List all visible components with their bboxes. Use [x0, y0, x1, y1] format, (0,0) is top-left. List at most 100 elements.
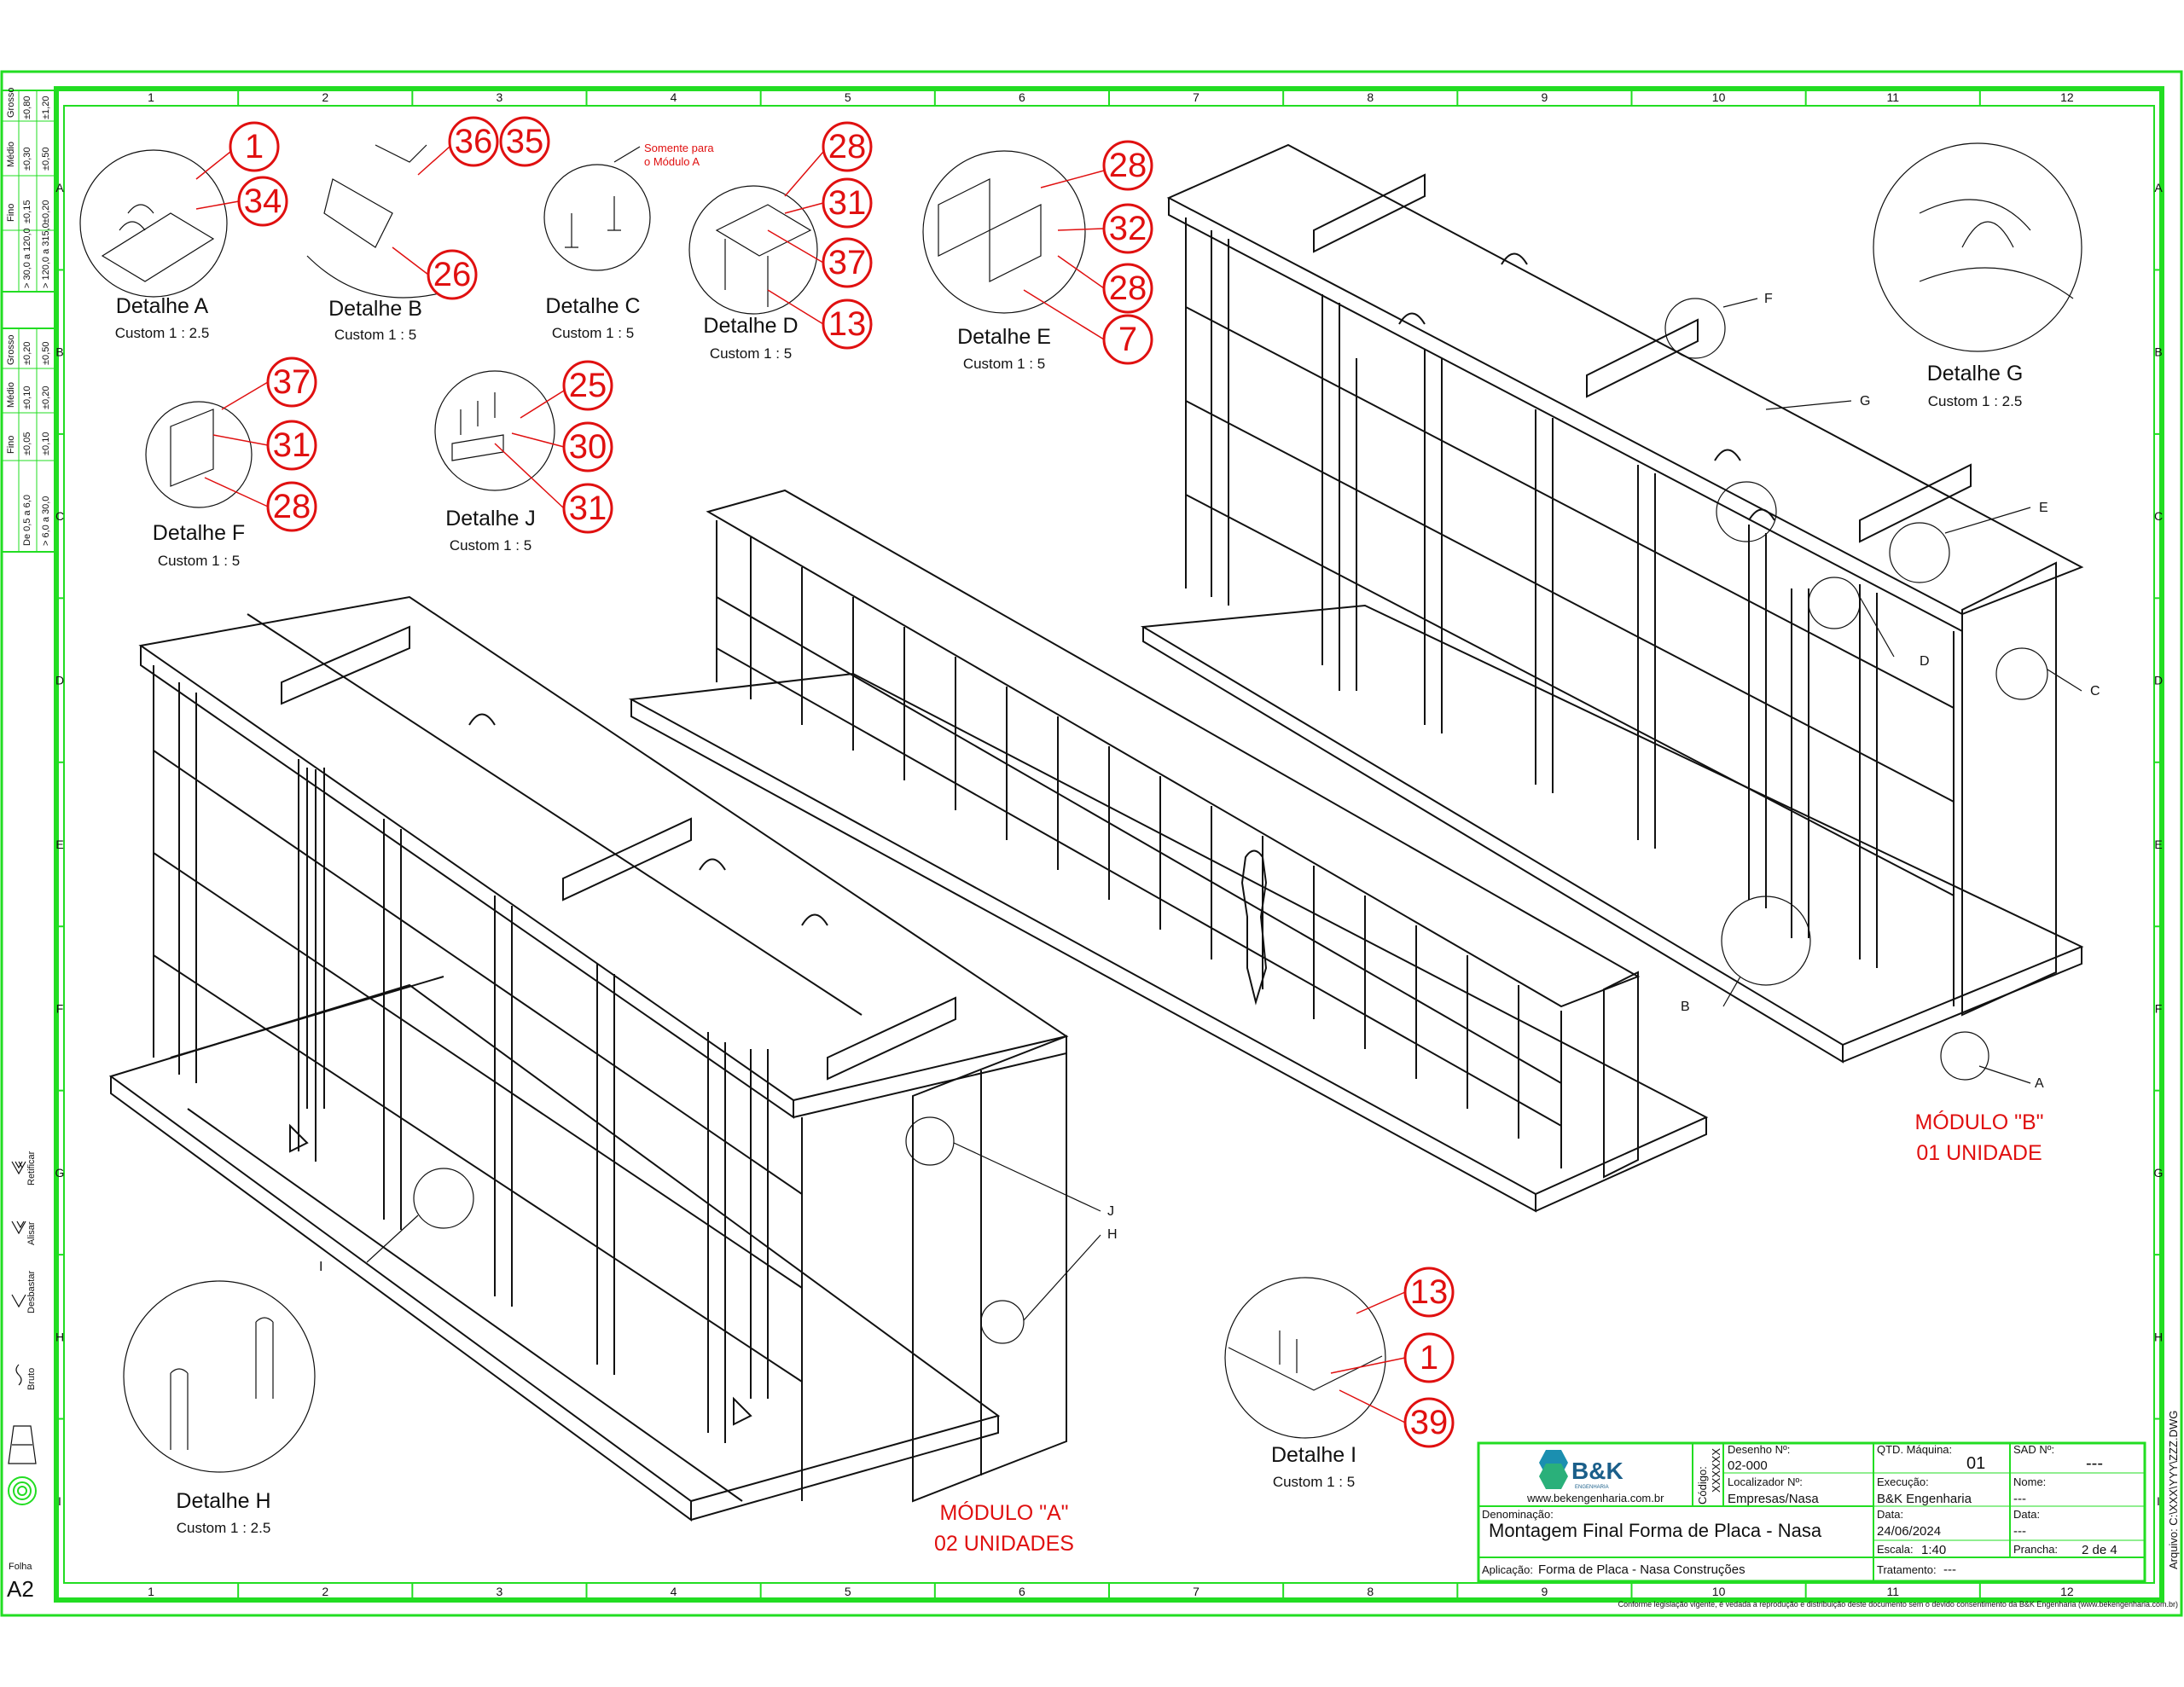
grid-col-top-11: 11: [1886, 90, 1899, 104]
tol2-r1-grosso: ±0,20: [22, 342, 32, 365]
grid-row-left-E: E: [55, 838, 63, 851]
tolerance-table-2: Fino Médio Grosso De 0,5 a 6,0 > 6,0 a 3…: [1, 328, 55, 553]
sad-value: ---: [2086, 1454, 2103, 1473]
detail-e-scale: Custom 1 : 5: [963, 356, 1045, 372]
balloon-j-30: 30: [562, 421, 613, 472]
detail-i-title: Detalhe I: [1271, 1443, 1356, 1467]
escala-value: 1:40: [1921, 1543, 1946, 1557]
grid-col-bottom-9: 9: [1542, 1585, 1548, 1598]
svg-text:31: 31: [828, 184, 867, 222]
title-block: B&K ENGENHARIA www.bekengenharia.com.br …: [1477, 1411, 2180, 1583]
arquivo-path: Arquivo: C:\XXX\YYY\ZZZ.DWG: [2167, 1411, 2180, 1569]
grid-col-top-6: 6: [1019, 90, 1025, 104]
balloon-d-37: 37: [822, 237, 873, 288]
grid-col-top-7: 7: [1193, 90, 1199, 104]
grid-row-right-H: H: [2154, 1330, 2163, 1343]
detail-f-scale: Custom 1 : 5: [158, 553, 240, 569]
grid-col-bottom-6: 6: [1019, 1585, 1025, 1598]
svg-text:26: 26: [433, 256, 472, 293]
data-value: 24/06/2024: [1877, 1524, 1941, 1539]
module-b-drawing: [1140, 143, 2084, 1064]
tol1-header-medio: Médio: [6, 142, 16, 167]
callout-C: C: [2090, 684, 2100, 699]
codigo-value: XXXXXX: [1710, 1448, 1722, 1493]
denominacao-value: Montagem Final Forma de Placa - Nasa: [1489, 1520, 1822, 1541]
tol2-r2-grosso: ±0,50: [41, 342, 51, 365]
grid-col-top-5: 5: [845, 90, 851, 104]
balloon-j-31: 31: [562, 483, 613, 534]
detail-g-title: Detalhe G: [1927, 362, 2024, 386]
projection-circle-icon: [8, 1476, 37, 1505]
tol1-r2-range: > 120,0 a 315,0: [41, 223, 51, 288]
finish-bruto-icon: [15, 1364, 22, 1386]
nome-value: ---: [2013, 1492, 2026, 1506]
grid-row-left-C: C: [55, 509, 64, 523]
grid-row-right-F: F: [2155, 1001, 2163, 1015]
svg-text:28: 28: [1109, 270, 1147, 307]
callout-E: E: [2039, 501, 2048, 515]
codigo-label: Código:: [1696, 1466, 1709, 1504]
balloon-i-13: 13: [1403, 1267, 1455, 1318]
company-logo: B&K ENGENHARIA: [1539, 1450, 1623, 1490]
grid-row-right-D: D: [2154, 674, 2163, 687]
svg-text:7: 7: [1118, 321, 1137, 358]
svg-text:30: 30: [569, 428, 607, 466]
footer-notice: Conforme legislação vigente, é vedada a …: [1618, 1600, 2178, 1609]
balloon-e-28b: 28: [1102, 263, 1153, 314]
data2-label: Data:: [2013, 1508, 2040, 1521]
grid-col-bottom-11: 11: [1886, 1585, 1899, 1598]
detail-g-scale: Custom 1 : 2.5: [1928, 393, 2023, 409]
detail-d-title: Detalhe D: [703, 314, 798, 338]
tol2-header-medio: Médio: [6, 382, 16, 408]
balloon-d-13: 13: [822, 299, 873, 350]
detail-titles: Detalhe A Custom 1 : 2.5 Detalhe B Custo…: [115, 294, 2024, 1536]
grid-col-top-10: 10: [1712, 90, 1726, 104]
balloon-d-28: 28: [822, 121, 873, 172]
callout-H: H: [1107, 1227, 1118, 1242]
detail-f-title: Detalhe F: [153, 521, 245, 545]
finish-desbastar: Desbastar: [26, 1271, 37, 1313]
svg-text:39: 39: [1410, 1404, 1449, 1441]
balloon-f-28: 28: [266, 481, 317, 532]
desenho-label: Desenho Nº:: [1728, 1443, 1790, 1456]
tol2-header-fino: Fino: [6, 436, 16, 454]
grid-col-bottom-12: 12: [2060, 1585, 2074, 1598]
tol2-r2-medio: ±0,20: [41, 386, 51, 409]
tol1-header-grosso: Grosso: [6, 88, 16, 118]
grid-col-top-12: 12: [2060, 90, 2074, 104]
grid-col-top-3: 3: [497, 90, 503, 104]
finish-alisar: Alisar: [26, 1221, 37, 1245]
sad-label: SAD Nº:: [2013, 1443, 2054, 1456]
callout-D: D: [1920, 654, 1930, 669]
grid-col-bottom-4: 4: [671, 1585, 677, 1598]
svg-text:37: 37: [273, 363, 311, 401]
svg-text:28: 28: [1109, 147, 1147, 184]
detail-b-title: Detalhe B: [328, 297, 422, 321]
svg-text:13: 13: [1410, 1273, 1449, 1311]
svg-text:1: 1: [1420, 1339, 1438, 1377]
projection-symbol-icon: [8, 1425, 37, 1464]
finish-retificar: Retificar: [26, 1151, 37, 1186]
svg-text:37: 37: [828, 244, 867, 281]
grid-col-bottom-7: 7: [1193, 1585, 1199, 1598]
company-logo-sub: ENGENHARIA: [1575, 1485, 1609, 1490]
module-b-label-line1: MÓDULO "B": [1914, 1110, 2043, 1134]
callout-A: A: [2035, 1076, 2044, 1091]
callout-letters: F G E D C B A J H I: [319, 292, 2100, 1274]
balloons: 1 34 36 35 26 28 31 37 13 28 32 28 7 37 …: [229, 116, 1455, 1448]
callout-J: J: [1107, 1204, 1114, 1219]
detail-j-title: Detalhe J: [445, 507, 536, 530]
data-label: Data:: [1877, 1508, 1903, 1521]
data2-value: ---: [2013, 1524, 2026, 1539]
execucao-value: B&K Engenharia: [1877, 1492, 1972, 1506]
balloon-i-39: 39: [1403, 1397, 1455, 1448]
detail-i-scale: Custom 1 : 5: [1273, 1474, 1355, 1490]
svg-text:31: 31: [569, 490, 607, 527]
balloon-d-31: 31: [822, 177, 873, 229]
svg-text:13: 13: [828, 305, 867, 343]
prancha-label: Prancha:: [2013, 1543, 2058, 1556]
tol1-r2-grosso: ±1,20: [41, 96, 51, 119]
tratamento-value: ---: [1943, 1562, 1956, 1577]
